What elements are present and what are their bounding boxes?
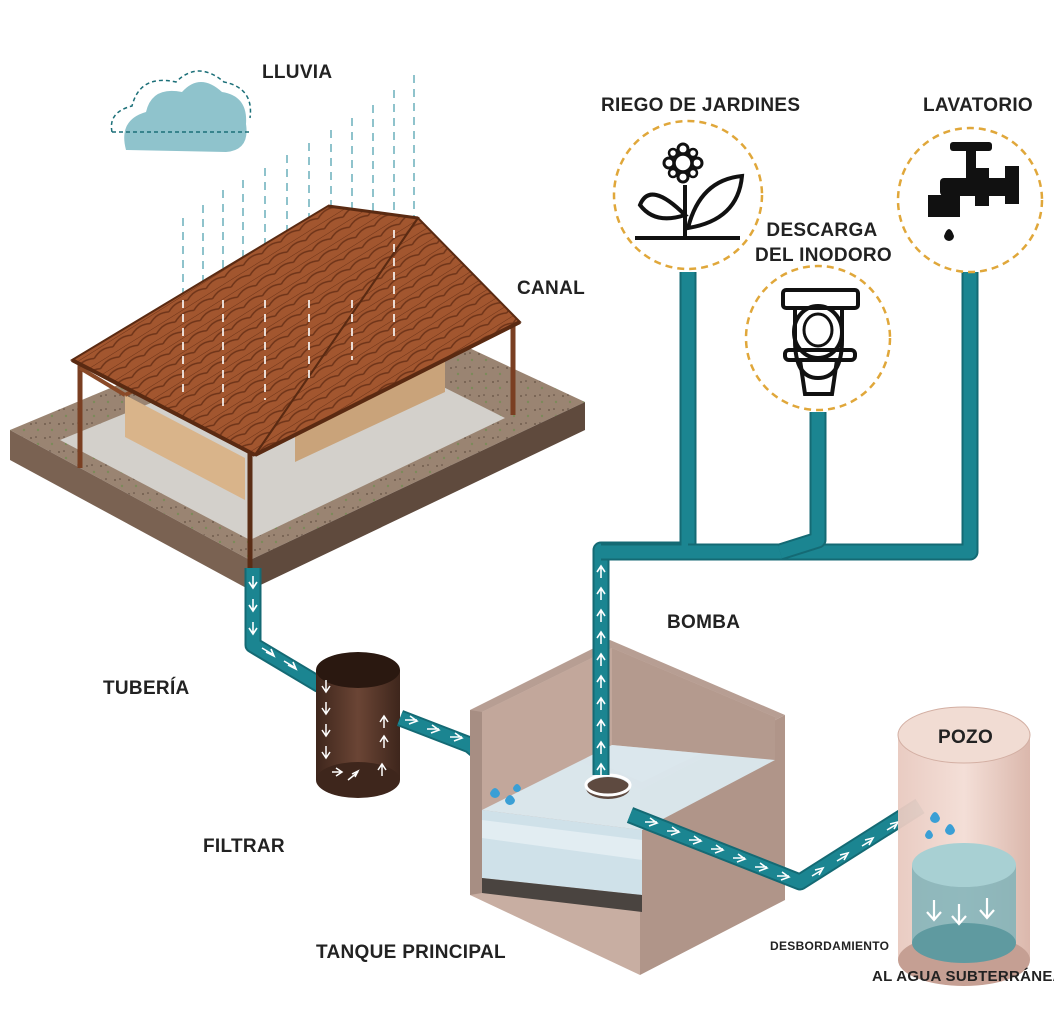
toilet-flush-label: DESCARGA DEL INODORO — [755, 218, 893, 268]
rain-over-roof — [182, 230, 395, 412]
overflow-pipe — [626, 798, 925, 891]
filter-label: FILTRAR — [203, 836, 285, 857]
toilet-icon — [744, 264, 892, 412]
main-tank — [470, 640, 785, 975]
overflow-label: DESBORDAMIENTO — [770, 939, 890, 953]
pipe-label: TUBERÍA — [103, 678, 190, 699]
gutter-label: CANAL — [517, 278, 585, 299]
flower-plant-icon — [612, 119, 764, 271]
downpipe-to-filter — [244, 568, 325, 693]
groundwater-label: AL AGUA SUBTERRÁNEA — [872, 968, 1054, 985]
filter-cylinder — [316, 652, 400, 798]
well-cylinder — [897, 706, 1031, 986]
faucet-icon — [896, 126, 1044, 274]
garden-irrigation-label: RIEGO DE JARDINES — [601, 95, 801, 116]
rain-label: LLUVIA — [262, 62, 333, 83]
toilet-flush-label-line1: DESCARGA — [766, 220, 878, 241]
toilet-flush-label-line2: DEL INODORO — [755, 245, 893, 266]
tiled-roof — [69, 204, 522, 457]
well-label: POZO — [938, 727, 994, 748]
main-tank-label: TANQUE PRINCIPAL — [316, 942, 506, 963]
cloud-icon — [110, 70, 252, 152]
distribution-pipes — [601, 272, 979, 561]
pump-label: BOMBA — [667, 612, 741, 633]
sink-label: LAVATORIO — [923, 95, 1034, 116]
